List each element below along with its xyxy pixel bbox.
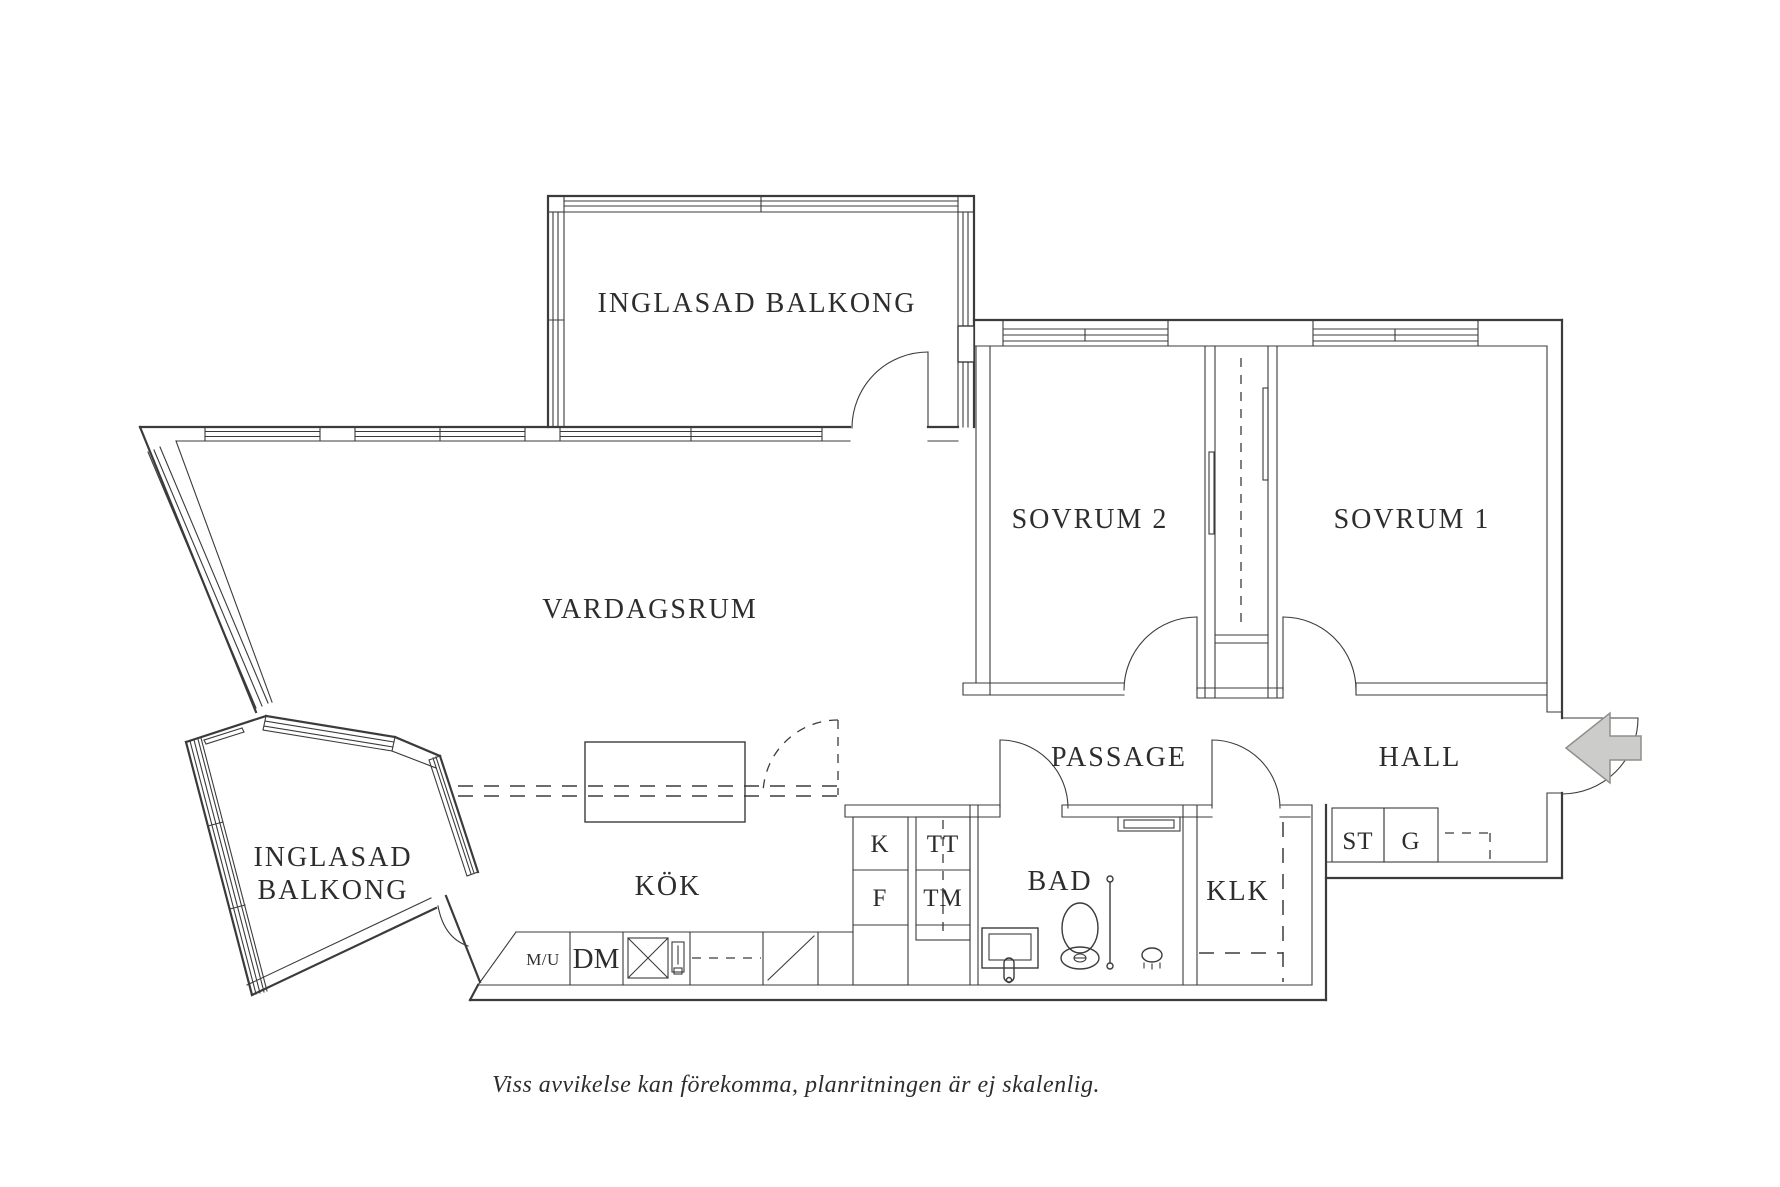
fridge-freezer-stack [852,816,909,986]
kitchen-sink-icon [627,937,685,979]
disclaimer-caption: Viss avvikelse kan förekomma, planritnin… [492,1072,1100,1098]
shower-screen [1106,875,1114,970]
bedroom2-walls [962,345,1125,696]
living-room-north-wall [138,425,960,442]
bath-shelf [1117,816,1181,832]
label-kitchen: KÖK [635,871,702,902]
klk-door [1211,739,1281,809]
floor-drain-icon [1141,947,1163,970]
bedroom1-walls [1355,682,1548,696]
stove-icon [767,935,815,981]
bedroom2-door [1123,616,1198,691]
bedroom1-door [1282,616,1357,691]
label-hall: HALL [1379,742,1462,773]
label-living: VARDAGSRUM [542,594,758,625]
label-passage: PASSAGE [1051,742,1187,773]
dashed-door [762,719,839,796]
label-micro-oven: M/U [526,950,560,969]
top-balcony-walls [546,194,976,429]
left-balcony-walls [184,714,480,997]
hall-cabinets [1331,807,1491,863]
diagonal-west-wall [138,425,273,714]
entry-arrow-icon [1564,711,1642,785]
label-bedroom2: SOVRUM 2 [1012,504,1169,535]
open-plan-dashed-line [458,785,838,797]
east-wall [1546,318,1564,880]
bath-sink-icon [981,927,1039,984]
kitchen-counter [477,931,854,986]
label-st-cabinet: ST [1342,828,1373,855]
passage-south-wall [844,804,1313,818]
label-dishwasher: DM [573,943,620,975]
label-bedroom1: SOVRUM 1 [1334,504,1491,535]
entry-door [1561,717,1639,795]
wardrobe-column [1196,345,1284,699]
label-balcony-left-line1: INGLASAD [253,842,412,873]
washer-dryer-stack [915,816,971,941]
label-freezer: F [873,885,888,912]
label-klk: KLK [1206,876,1270,907]
toilet-icon [1060,902,1100,970]
klk-dashed-storage [1199,822,1284,982]
kitchen-island [584,741,746,823]
label-balcony-top: INGLASAD BALKONG [598,288,917,319]
label-dryer: TT [927,831,960,858]
bath-door [999,739,1069,809]
bedrooms-north-wall [972,318,1564,347]
balcony-door [851,351,929,429]
label-washer: TM [923,885,963,912]
kitchen-sw-wall [437,894,482,984]
label-fridge: K [870,831,889,858]
label-g-cabinet: G [1401,828,1420,855]
south-walls [468,803,1564,1002]
label-balcony-left-line2: BALKONG [258,875,409,906]
label-bath: BAD [1027,866,1092,897]
